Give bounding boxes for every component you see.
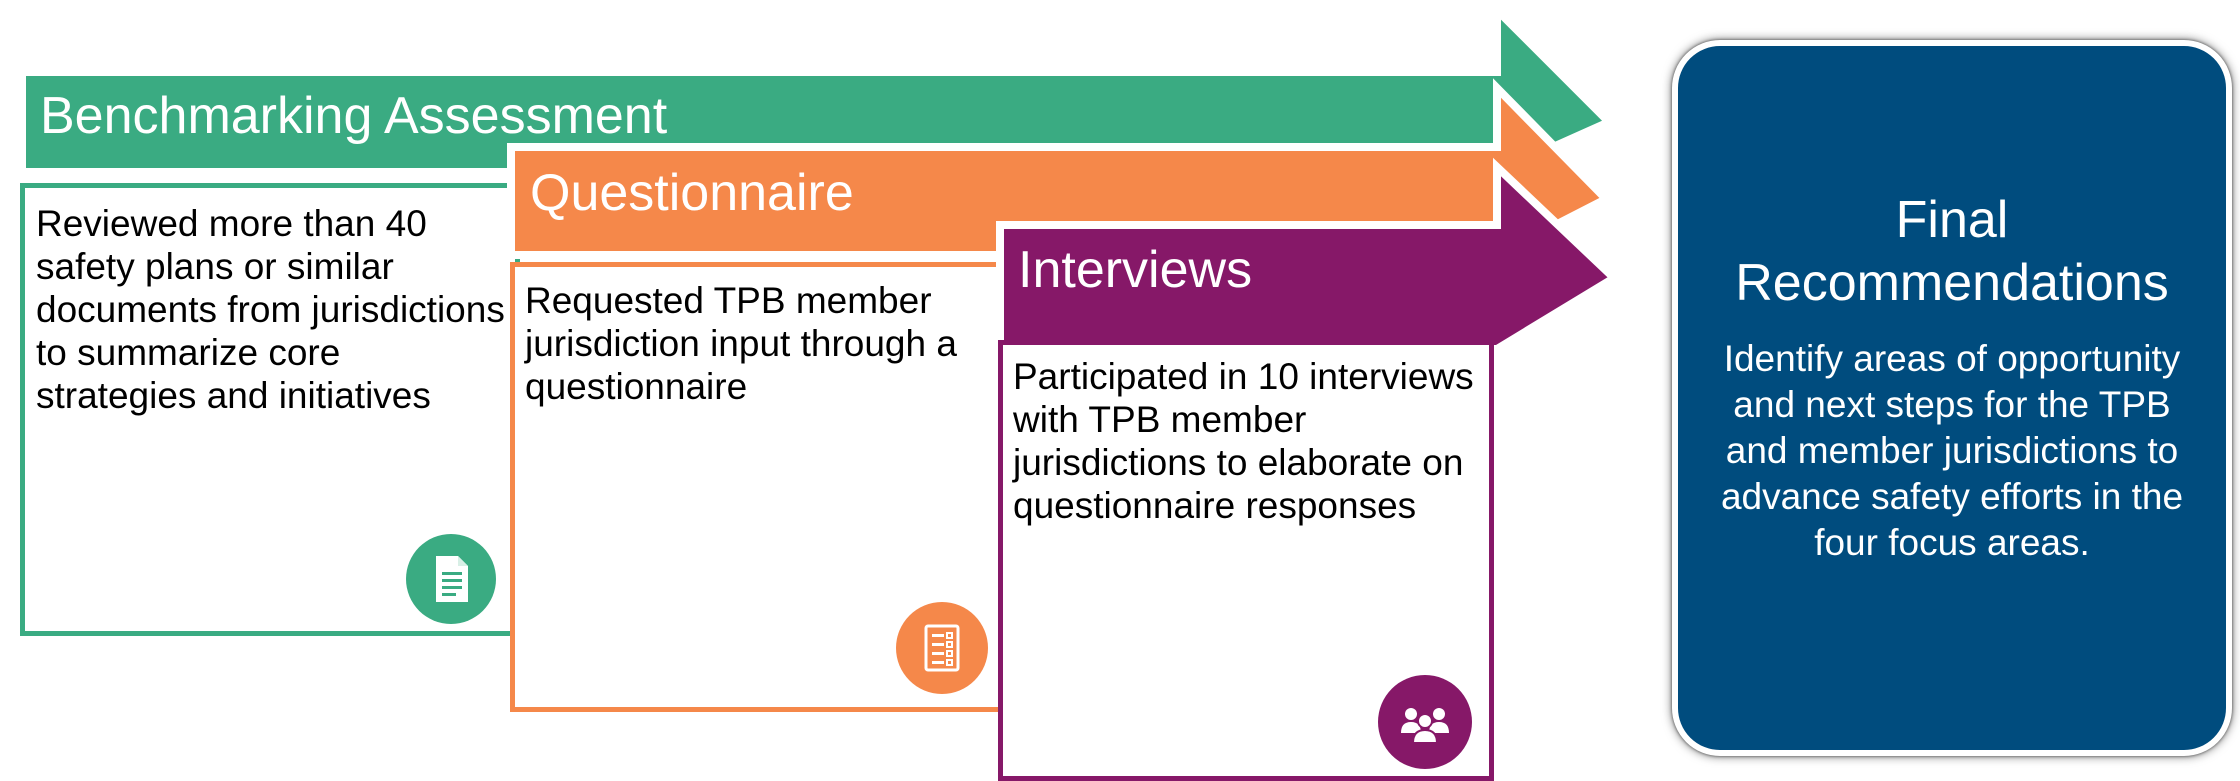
people-group-icon	[1401, 708, 1449, 744]
interviews-icon-badge	[1378, 675, 1472, 769]
checklist-icon	[924, 624, 960, 672]
interviews-description: Participated in 10 interviews with TPB m…	[1013, 356, 1474, 526]
document-icon	[436, 556, 468, 602]
benchmarking-description: Reviewed more than 40 safety plans or si…	[36, 203, 505, 416]
questionnaire-icon-badge	[896, 602, 988, 694]
benchmarking-title: Benchmarking Assessment	[40, 87, 668, 145]
interviews-title: Interviews	[1018, 241, 1253, 299]
questionnaire-description: Requested TPB member jurisdiction input …	[525, 280, 957, 407]
final-recommendations-title: Final Recommendations	[1735, 191, 2169, 312]
benchmarking-icon-badge	[406, 534, 496, 624]
final-recommendations-description: Identify areas of opportunity and next s…	[1720, 338, 2184, 563]
questionnaire-title: Questionnaire	[530, 164, 854, 222]
final-recommendations-card: Final Recommendations Identify areas of …	[1672, 40, 2232, 756]
